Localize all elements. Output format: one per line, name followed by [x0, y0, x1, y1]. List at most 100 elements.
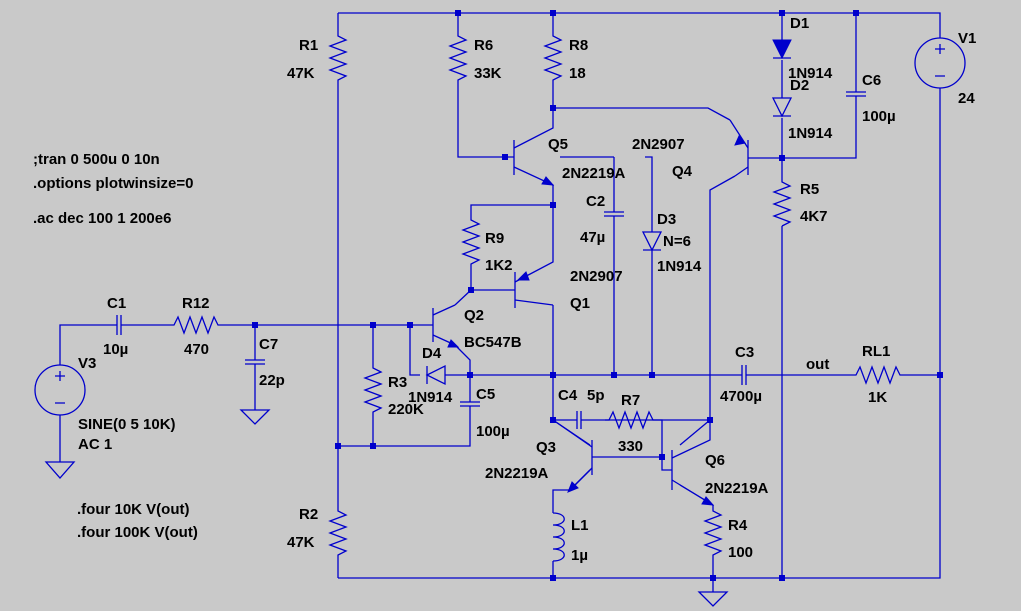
resistor-R9[interactable] — [461, 214, 481, 268]
label-V3-name: V3 — [78, 355, 96, 372]
capacitor-C7[interactable] — [245, 359, 265, 378]
label-R12-name: R12 — [182, 295, 210, 312]
label-L1-name: L1 — [571, 517, 589, 534]
label-C3-value: 4700µ — [720, 388, 762, 405]
label-Q6-name: Q6 — [705, 452, 725, 469]
diode-D2[interactable] — [771, 97, 793, 118]
directive-options: .options plotwinsize=0 — [33, 175, 193, 192]
resistor-R6[interactable] — [448, 30, 468, 84]
capacitor-C2[interactable] — [604, 208, 624, 224]
label-Q4-name: Q4 — [672, 163, 693, 180]
label-D2-name: D2 — [790, 77, 809, 94]
label-L1-value: 1µ — [571, 547, 588, 564]
resistor-R7[interactable] — [605, 410, 658, 430]
label-C6-name: C6 — [862, 72, 881, 89]
label-R4-value: 100 — [728, 544, 753, 561]
label-RL1-value: 1K — [868, 389, 887, 406]
label-C1-value: 10µ — [103, 341, 128, 358]
label-Q4-value: 2N2907 — [632, 136, 685, 153]
component-labels: R1 47K R6 33K R8 18 D1 1N914 D2 1N914 C6… — [78, 15, 976, 564]
label-R8-value: 18 — [569, 65, 586, 82]
label-D1-value: 1N914 — [788, 65, 833, 82]
label-C3-name: C3 — [735, 344, 754, 361]
ground-icon — [239, 409, 271, 425]
label-Q3-name: Q3 — [536, 439, 556, 456]
capacitor-C4[interactable] — [572, 411, 586, 429]
label-D1-name: D1 — [790, 15, 809, 32]
label-R3-name: R3 — [388, 374, 407, 391]
label-R7-name: R7 — [621, 392, 640, 409]
label-V1-name: V1 — [958, 30, 976, 47]
label-Q2-name: Q2 — [464, 307, 484, 324]
label-Q5-name: Q5 — [548, 136, 568, 153]
transistor-Q2[interactable] — [432, 304, 460, 348]
transistor-Q5[interactable] — [513, 120, 555, 190]
label-Q2-value: BC547B — [464, 334, 522, 351]
label-R12-value: 470 — [184, 341, 209, 358]
resistor-R12[interactable] — [168, 315, 224, 335]
label-R1-name: R1 — [299, 37, 318, 54]
label-R6-name: R6 — [474, 37, 493, 54]
directive-tran: ;tran 0 500u 0 10n — [33, 151, 160, 168]
label-R3-value: 220K — [388, 401, 424, 418]
transistor-Q3[interactable] — [552, 419, 662, 493]
label-C2-name: C2 — [586, 193, 605, 210]
inductor-L1[interactable] — [552, 505, 565, 565]
voltage-source-V3[interactable] — [34, 364, 86, 416]
label-R2-name: R2 — [299, 506, 318, 523]
ground-icon — [697, 591, 729, 607]
ground-icon — [44, 461, 76, 479]
label-R4-name: R4 — [728, 517, 748, 534]
label-V1-value: 24 — [958, 90, 975, 107]
label-Q3-value: 2N2219A — [485, 465, 549, 482]
label-R1-value: 47K — [287, 65, 315, 82]
label-D3-name: D3 — [657, 211, 676, 228]
resistor-R5[interactable] — [772, 176, 792, 227]
label-R9-name: R9 — [485, 230, 504, 247]
label-R7-value: 330 — [618, 438, 643, 455]
net-label-out: out — [806, 356, 829, 373]
label-Q6-value: 2N2219A — [705, 480, 769, 497]
resistor-R3[interactable] — [363, 362, 383, 420]
resistor-R4[interactable] — [703, 505, 723, 563]
capacitor-C5[interactable] — [460, 398, 480, 412]
voltage-source-V1[interactable] — [914, 37, 966, 89]
label-R2-value: 47K — [287, 534, 315, 551]
transistor-Q1[interactable] — [514, 255, 554, 308]
label-C5-name: C5 — [476, 386, 495, 403]
capacitor-C1[interactable] — [110, 315, 128, 335]
capacitor-C6[interactable] — [846, 88, 866, 104]
resistor-R1[interactable] — [328, 30, 348, 84]
label-V3-value2: AC 1 — [78, 436, 112, 453]
label-C4-name: C4 — [558, 387, 578, 404]
label-C5-value: 100µ — [476, 423, 510, 440]
label-R8-name: R8 — [569, 37, 588, 54]
directive-four-10k: .four 10K V(out) — [77, 501, 190, 518]
label-R6-value: 33K — [474, 65, 502, 82]
label-R9-value: 1K2 — [485, 257, 513, 274]
label-RL1-name: RL1 — [862, 343, 890, 360]
directive-four-100k: .four 100K V(out) — [77, 524, 198, 541]
resistor-R2[interactable] — [328, 505, 348, 557]
label-C7-value: 22p — [259, 372, 285, 389]
spice-directives: ;tran 0 500u 0 10n .options plotwinsize=… — [33, 151, 198, 541]
label-R5-name: R5 — [800, 181, 819, 198]
transistor-Q6[interactable] — [671, 420, 715, 506]
directive-ac: .ac dec 100 1 200e6 — [33, 210, 171, 227]
label-V3-value: SINE(0 5 10K) — [78, 416, 176, 433]
diode-D3[interactable] — [641, 231, 663, 252]
label-Q1-value: 2N2907 — [570, 268, 623, 285]
transistor-Q4[interactable] — [729, 119, 782, 177]
diode-D4[interactable] — [425, 364, 446, 386]
label-Q5-value: 2N2219A — [562, 165, 626, 182]
label-C7-name: C7 — [259, 336, 278, 353]
label-R5-value: 4K7 — [800, 208, 828, 225]
capacitor-C3[interactable] — [735, 365, 753, 385]
resistor-R8[interactable] — [543, 30, 563, 84]
resistor-RL1[interactable] — [850, 365, 905, 385]
wires — [59, 12, 941, 592]
label-Q1-name: Q1 — [570, 295, 590, 312]
diode-D1[interactable] — [772, 39, 792, 60]
label-D4-value: 1N914 — [408, 389, 453, 406]
